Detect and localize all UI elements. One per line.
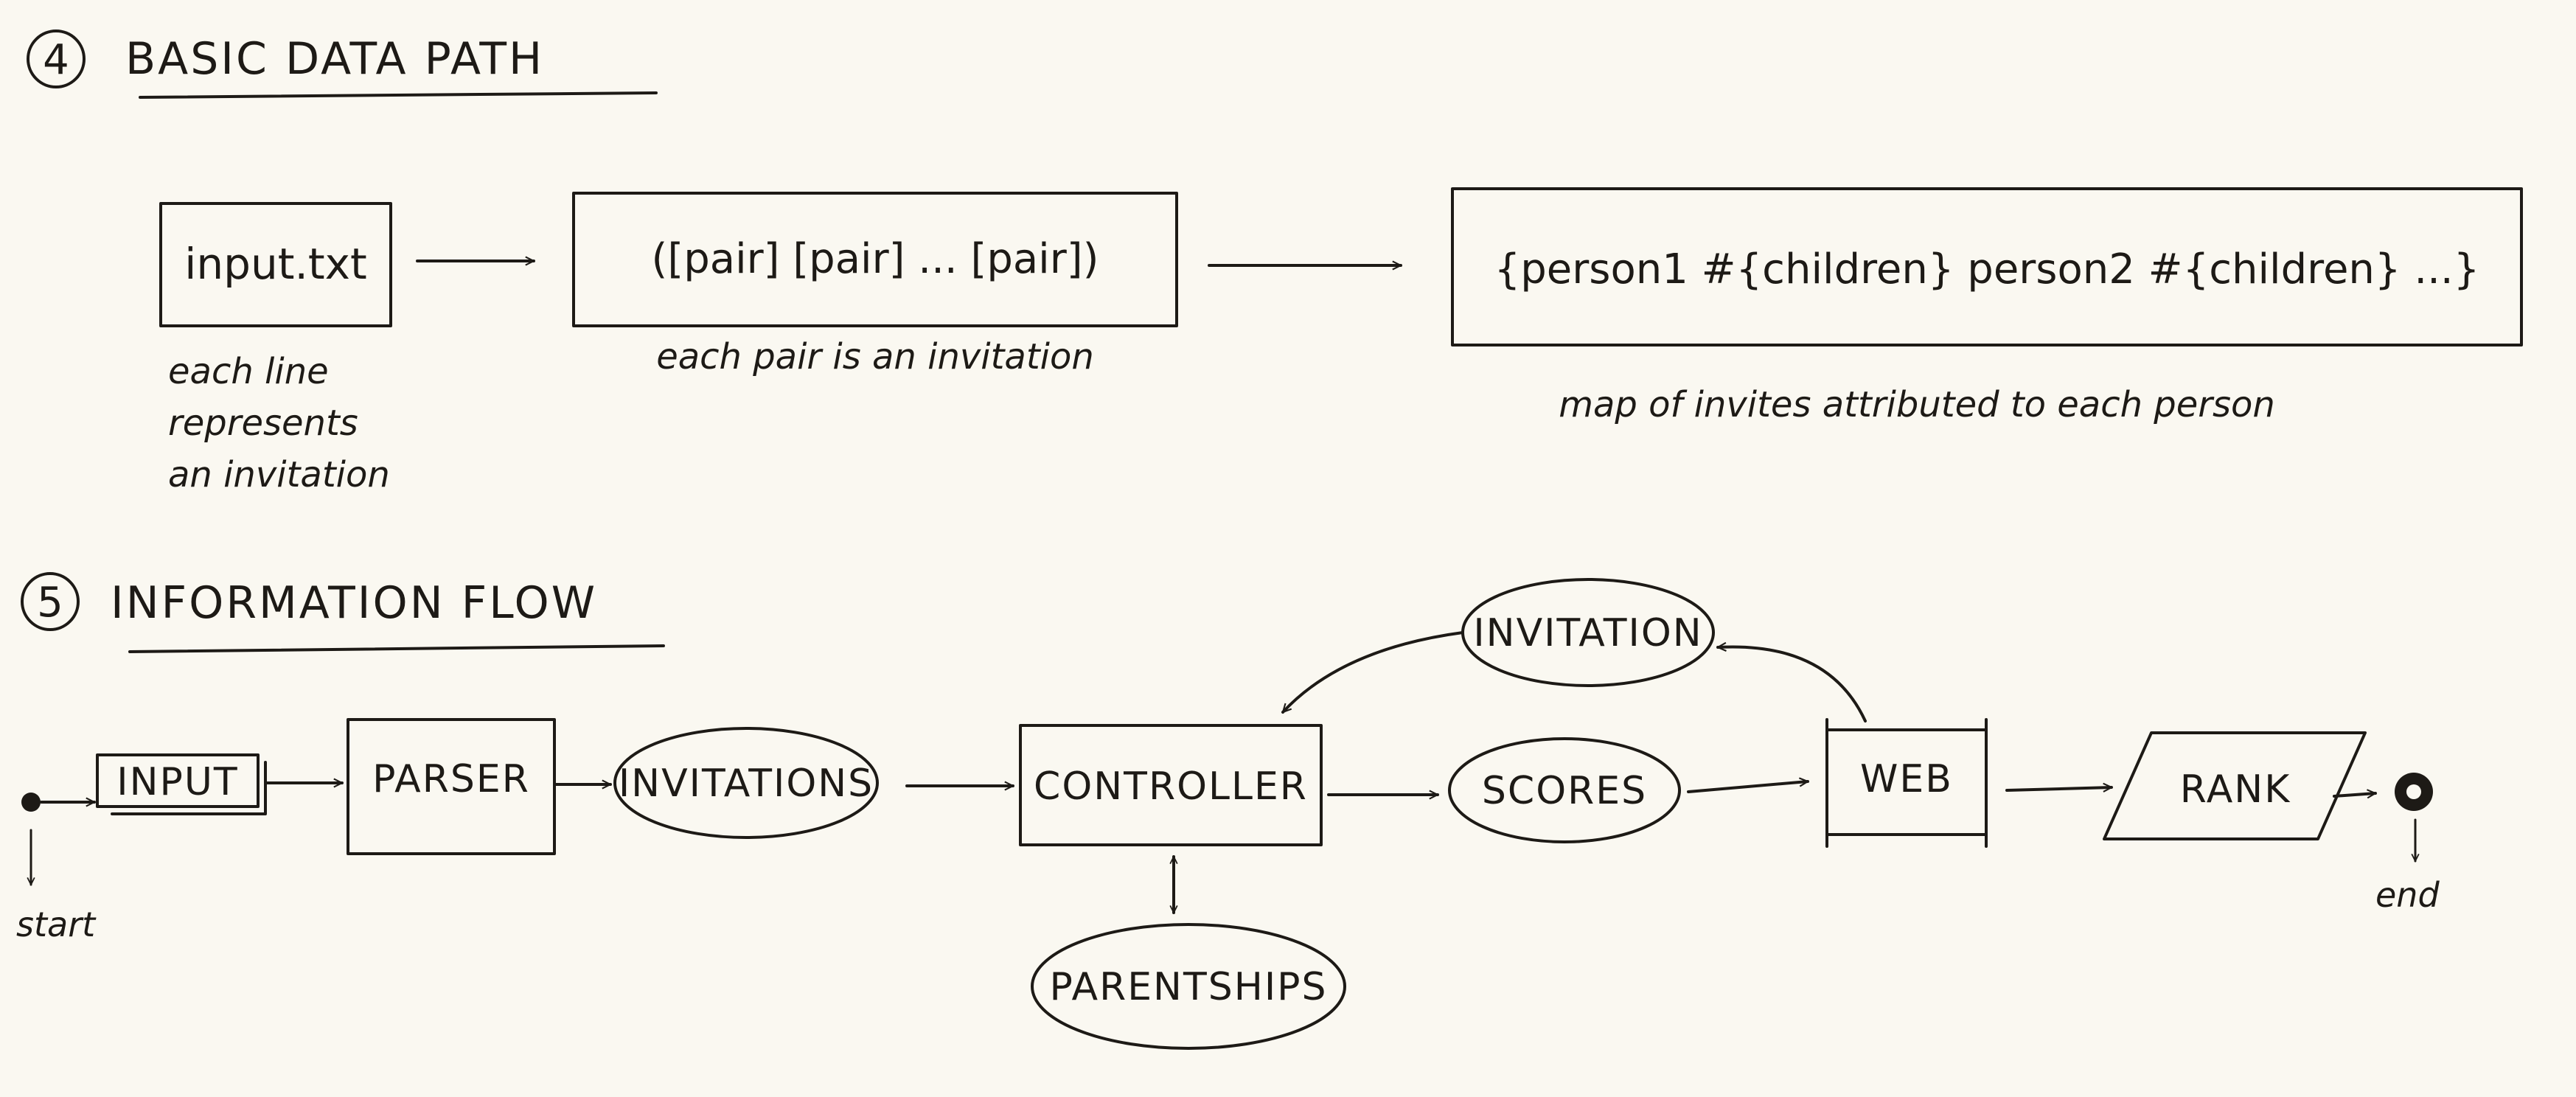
pairs-box-label: ([pair] [pair] ... [pair]) — [652, 235, 1099, 283]
arrow-invitation-to-controller — [1281, 631, 1464, 714]
section-5: 5 INFORMATION FLOW start INPUT PARSER IN… — [16, 572, 2440, 1050]
map-caption: map of invites attributed to each person — [1559, 384, 2275, 425]
node-controller — [1019, 724, 1323, 846]
section-4-title: BASIC DATA PATH — [125, 33, 544, 85]
input-file-label: input.txt — [184, 239, 366, 289]
node-input-label: INPUT — [116, 760, 238, 804]
input-caption-line-1: each line — [168, 351, 329, 392]
section-5-number: 5 — [21, 572, 80, 631]
node-rank — [2103, 731, 2367, 840]
start-node — [21, 793, 41, 812]
arrow-web-to-rank — [2005, 787, 2113, 790]
input-caption-line-3: an invitation — [168, 454, 390, 495]
end-label: end — [2375, 875, 2440, 915]
section-4-number: 4 — [27, 29, 86, 88]
map-box — [1451, 187, 2523, 346]
section-4: 4 BASIC DATA PATH input.txt each line re… — [27, 29, 2523, 495]
arrow-web-to-invitation — [1716, 647, 1867, 722]
input-caption-line-2: represents — [168, 403, 358, 444]
node-invitation-label: INVITATION — [1473, 611, 1702, 655]
section-5-number-text: 5 — [37, 579, 63, 627]
end-node — [2395, 773, 2433, 811]
node-controller-label: CONTROLLER — [1034, 765, 1308, 809]
node-parser — [347, 718, 556, 855]
map-box-label: {person1 #{children} person2 #{children}… — [1494, 245, 2480, 293]
node-rank-label: RANK — [2180, 767, 2291, 812]
input-file-box — [159, 202, 392, 327]
pairs-caption: each pair is an invitation — [656, 336, 1094, 377]
node-web: WEB — [1825, 718, 1988, 848]
node-web-label: WEB — [1860, 757, 1953, 801]
node-input: INPUT — [96, 753, 267, 815]
node-invitations-label: INVITATIONS — [619, 762, 874, 806]
node-scores-label: SCORES — [1482, 769, 1647, 813]
node-invitations — [613, 727, 879, 839]
node-parentships-label: PARENTSHIPS — [1049, 965, 1327, 1009]
pairs-box — [572, 192, 1178, 327]
node-scores — [1448, 737, 1681, 843]
start-label: start — [16, 905, 97, 944]
section-5-title: INFORMATION FLOW — [111, 577, 597, 629]
arrow-scores-to-web — [1687, 781, 1809, 793]
node-parser-label: PARSER — [372, 757, 530, 801]
section-5-title-underline — [128, 644, 665, 653]
section-4-number-text: 4 — [43, 36, 69, 84]
node-parentships — [1031, 923, 1346, 1050]
arrow-rank-to-end — [2333, 793, 2377, 796]
section-4-title-underline — [139, 91, 658, 99]
